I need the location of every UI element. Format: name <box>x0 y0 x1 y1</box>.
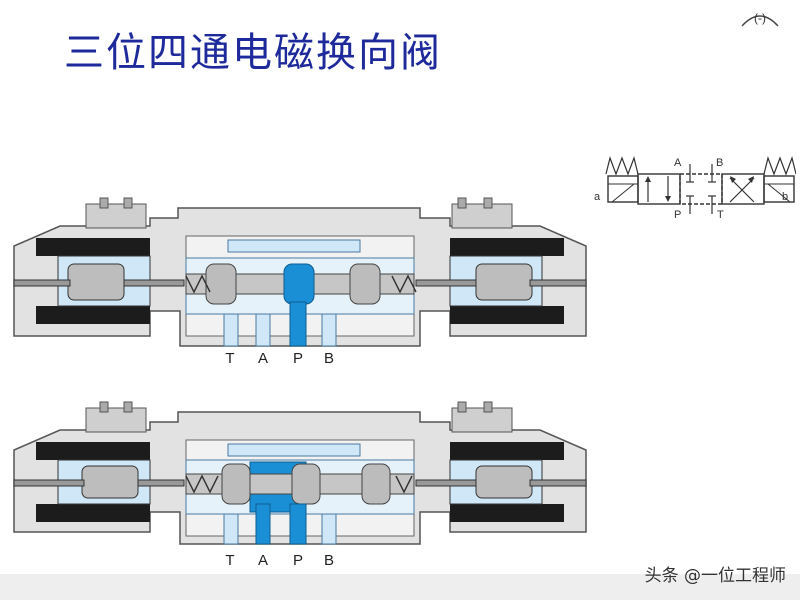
valve-shifted-ports: T A P B <box>0 552 600 572</box>
port-label-b: B <box>323 552 334 569</box>
right-spring-icon <box>763 155 796 176</box>
corner-mark-text: (-) <box>754 11 766 25</box>
port-label-t: T <box>225 350 235 367</box>
left-solenoid-icon <box>607 175 639 203</box>
symbol-side-b: b <box>782 191 788 203</box>
valve-cutaway-neutral <box>13 197 587 347</box>
symbol-port-a: A <box>674 157 682 169</box>
port-label-p: P <box>292 350 303 367</box>
footer-bar <box>0 574 800 600</box>
port-label-a: A <box>257 552 268 569</box>
valve-symbol: a A B P T b <box>594 155 796 220</box>
valve-cutaway-shifted <box>13 401 587 545</box>
symbol-port-b: B <box>716 157 723 169</box>
symbol-side-a: a <box>594 191 601 203</box>
symbol-port-p: P <box>674 209 681 220</box>
port-label-a: A <box>257 350 268 367</box>
page-title: 三位四通电磁换向阀 <box>64 30 442 76</box>
watermark: 头条 @一位工程师 <box>644 566 786 586</box>
right-solenoid-icon <box>763 175 795 203</box>
corner-mark-icon: (-) <box>741 11 779 27</box>
symbol-port-t: T <box>717 209 724 220</box>
valve-neutral-ports: T A P B <box>0 350 600 370</box>
port-label-p: P <box>292 552 303 569</box>
port-label-t: T <box>225 552 235 569</box>
port-label-b: B <box>323 350 334 367</box>
left-spring-icon <box>605 155 639 176</box>
